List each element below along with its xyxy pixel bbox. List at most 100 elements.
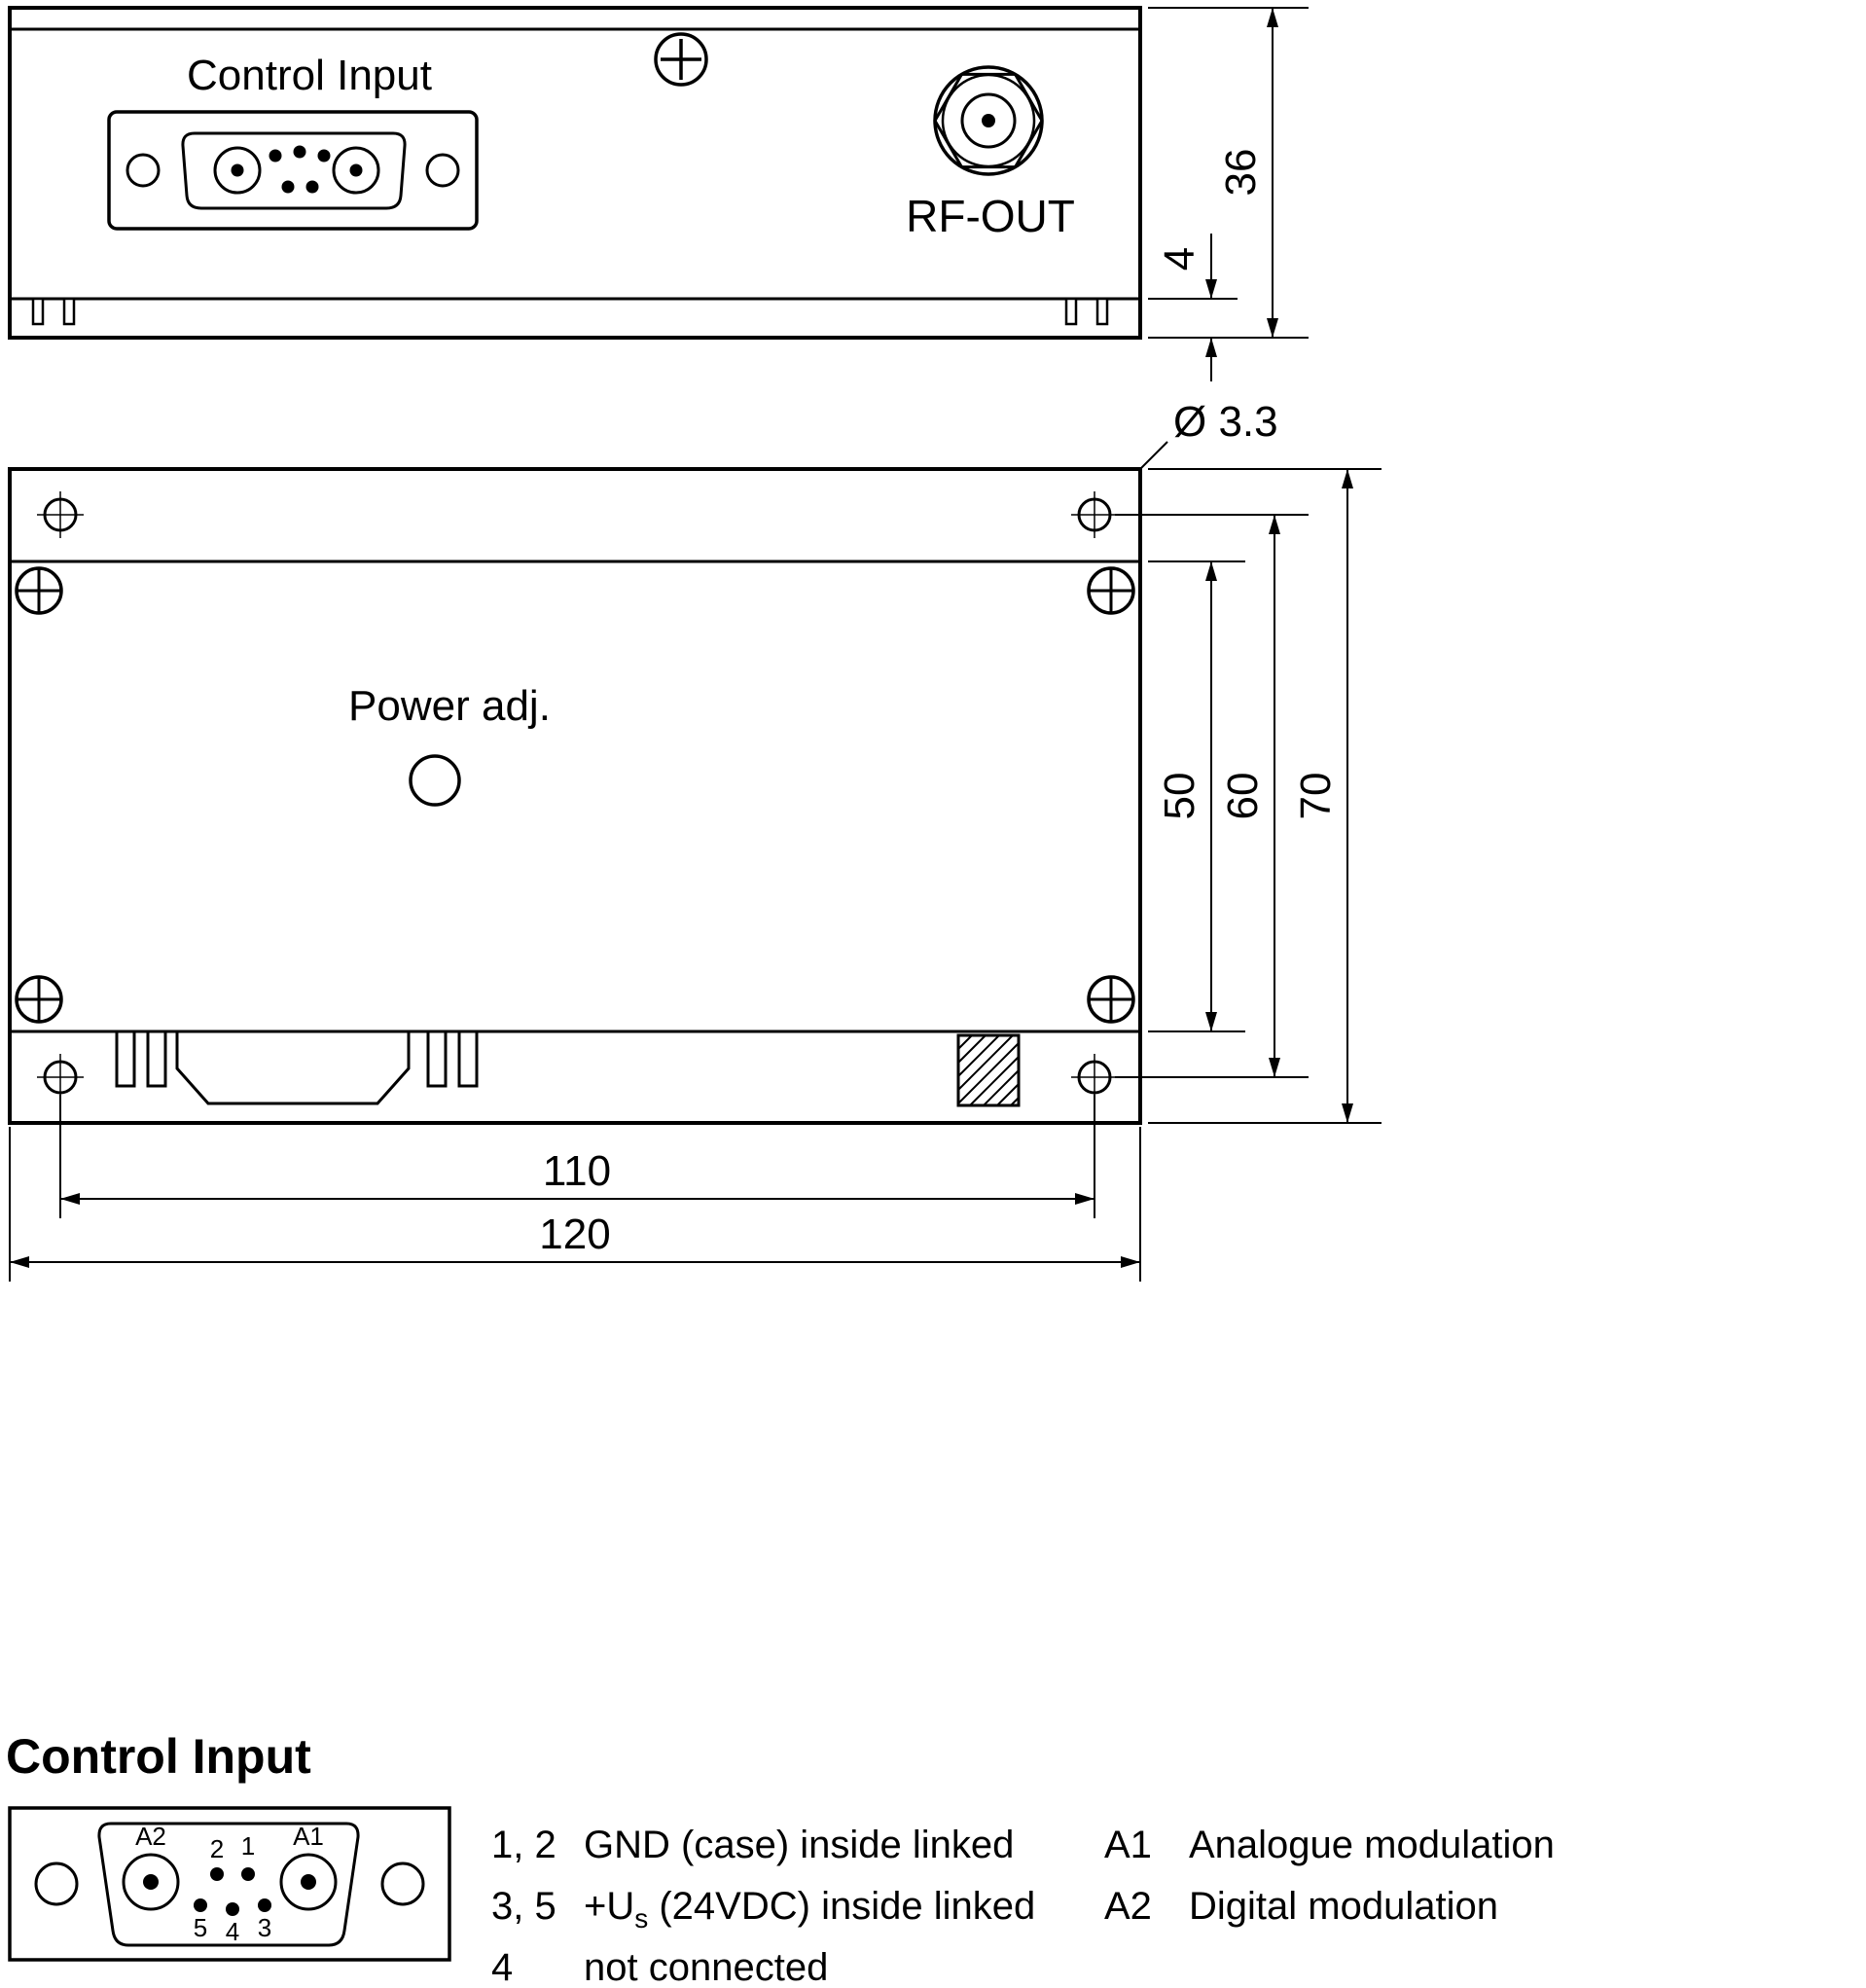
arrowhead (60, 1193, 80, 1205)
mounting-hole-top-left (37, 491, 84, 538)
legend-pins-1: 1, 2 (491, 1824, 556, 1866)
power-adj-label: Power adj. (348, 682, 551, 730)
dsub-connector-top-view (115, 1030, 479, 1105)
arrowhead (1267, 318, 1278, 338)
rf-washer-circle (941, 73, 1036, 168)
legend-pins-3: 4 (491, 1946, 513, 1988)
legend-desc-1: GND (case) inside linked (584, 1824, 1014, 1866)
jackscrew-standoff (115, 1030, 136, 1088)
rf-hex-nut (933, 72, 1044, 169)
dim-110-label: 110 (543, 1147, 611, 1195)
flange-slot (1064, 297, 1078, 326)
dsub-mount-hole (126, 153, 161, 188)
pin-label-4: 4 (226, 1917, 239, 1946)
pin-dot (143, 1874, 159, 1890)
legend-mod-desc-1: Analogue modulation (1189, 1824, 1555, 1866)
legend-pins-2: 3, 5 (491, 1885, 556, 1928)
flange-slot (31, 297, 45, 326)
dim-60-label: 60 (1219, 773, 1267, 820)
arrowhead (1075, 1193, 1094, 1205)
dsub-mount-hole (425, 153, 460, 188)
phillips-screw-icon (654, 32, 708, 87)
dsub-mount-hole (380, 1861, 425, 1906)
pinout-connector-diagram: A2 A1 2 1 5 4 3 (8, 1806, 451, 1962)
phillips-screw-icon (1087, 975, 1135, 1024)
pin-label-5: 5 (194, 1913, 207, 1942)
dim-70-label: 70 (1292, 773, 1340, 820)
pin-dot-4 (226, 1902, 239, 1916)
arrowhead (1121, 1256, 1140, 1268)
dsub-shell (181, 131, 407, 210)
legend-desc-2: +Us (24VDC) inside linked (584, 1885, 1035, 1934)
top-view-dimensions: 50 60 70 110 120 (9, 468, 1382, 1282)
pinout-section: Control Input A2 A1 2 1 5 4 3 1, 2 (6, 1729, 1555, 1988)
threaded-stud (956, 1033, 1021, 1107)
dim-4-label: 4 (1156, 247, 1203, 271)
coax-pin-a1 (279, 1853, 338, 1911)
dsub-mount-hole (34, 1861, 79, 1906)
mounting-hole-bottom-right (1071, 1054, 1118, 1101)
pin-dot (231, 163, 244, 177)
mounting-hole-bottom-left (37, 1054, 84, 1101)
rf-center-pin (982, 114, 995, 127)
rf-out-label: RF-OUT (906, 191, 1075, 241)
arrowhead (1342, 469, 1353, 488)
legend-mod-pin-1: A1 (1104, 1824, 1152, 1866)
legend-mod-pin-2: A2 (1104, 1885, 1152, 1928)
coax-pin-a2 (213, 146, 262, 195)
pin-dot (349, 163, 363, 177)
arrowhead (1205, 338, 1217, 357)
arrowhead (1269, 1058, 1280, 1077)
pinout-heading: Control Input (6, 1729, 311, 1784)
pin-dot-5 (194, 1898, 207, 1912)
dsub-shell (97, 1822, 360, 1947)
dsub-connector-front (107, 110, 479, 231)
pin-label-2: 2 (210, 1834, 224, 1863)
arrowhead (1267, 8, 1278, 27)
jackscrew-standoff (146, 1030, 167, 1088)
power-adj-trimmer-hole (409, 754, 461, 807)
top-view-outline (8, 467, 1142, 1125)
front-view: Control Input RF (8, 6, 1142, 340)
pin-dot (281, 180, 295, 194)
arrowhead (10, 1256, 29, 1268)
pin-dot (317, 149, 331, 163)
legend-mod-desc-2: Digital modulation (1189, 1885, 1498, 1928)
pin-dot-2 (210, 1867, 224, 1881)
arrowhead (1205, 279, 1217, 299)
phillips-screw-icon (15, 975, 63, 1024)
coax-pin-a2 (122, 1853, 180, 1911)
arrowhead (1205, 561, 1217, 581)
arrowhead (1269, 515, 1280, 534)
control-input-label: Control Input (187, 52, 432, 99)
dim-120-label: 120 (539, 1211, 610, 1258)
pinout-legend: 1, 2 GND (case) inside linked A1 Analogu… (491, 1824, 1555, 1988)
pin-label-3: 3 (258, 1913, 271, 1942)
pin-dot (269, 149, 282, 163)
hole-callout-label: Ø 3.3 (1173, 398, 1278, 446)
rf-out-connector (933, 65, 1044, 176)
pin-dot-1 (241, 1867, 255, 1881)
mounting-hole-top-right (1071, 491, 1118, 538)
dim-50-label: 50 (1156, 773, 1203, 820)
pin-dot (301, 1874, 316, 1890)
arrowhead (1342, 1103, 1353, 1123)
flange-slot (62, 297, 76, 326)
pin-dot (293, 145, 306, 159)
phillips-screw-icon (15, 566, 63, 615)
pin-label-a2: A2 (135, 1822, 166, 1851)
pin-label-a1: A1 (293, 1822, 324, 1851)
pin-label-1: 1 (241, 1831, 255, 1861)
top-view: Power adj. (8, 467, 1142, 1125)
front-view-dimensions: 36 4 (1148, 7, 1309, 381)
pin-dot-3 (258, 1898, 271, 1912)
jackscrew-standoff (457, 1030, 479, 1088)
flange-slot (1095, 297, 1109, 326)
legend-desc-3: not connected (584, 1946, 828, 1988)
phillips-screw-icon (1087, 566, 1135, 615)
pin-dot (305, 180, 319, 194)
arrowhead (1205, 1012, 1217, 1031)
rf-barrel-circle (960, 92, 1017, 149)
